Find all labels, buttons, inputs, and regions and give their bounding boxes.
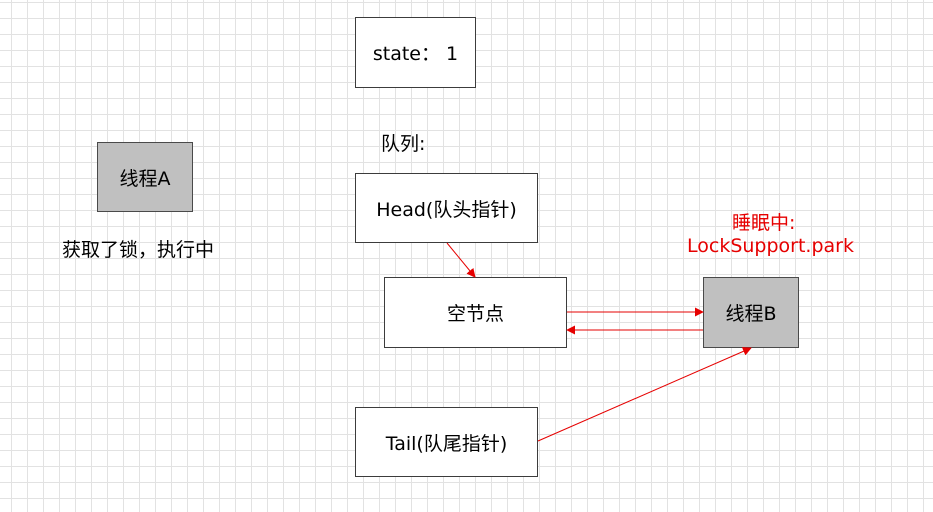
head-to-empty-arrow [446, 242, 476, 278]
state-box: state： 1 [355, 17, 476, 88]
thread-a-node: 线程A [97, 142, 193, 212]
thread-b-status-line2: LockSupport.park [687, 235, 854, 257]
head-pointer-label: Head(队头指针) [376, 198, 517, 221]
queue-label: 队列: [381, 133, 426, 155]
thread-a-caption: 获取了锁，执行中 [62, 239, 215, 261]
empty-node-label: 空节点 [446, 303, 504, 325]
thread-b-status-line1: 睡眠中: [732, 212, 796, 234]
tail-pointer-box: Tail(队尾指针) [355, 407, 538, 477]
thread-a-label: 线程A [119, 167, 171, 190]
state-text: state： 1 [372, 43, 459, 65]
head-pointer-box: Head(队头指针) [355, 173, 538, 243]
tail-pointer-label: Tail(队尾指针) [385, 432, 508, 455]
tail-to-thread-b-arrow [537, 347, 752, 442]
thread-b-label: 线程B [725, 303, 777, 325]
